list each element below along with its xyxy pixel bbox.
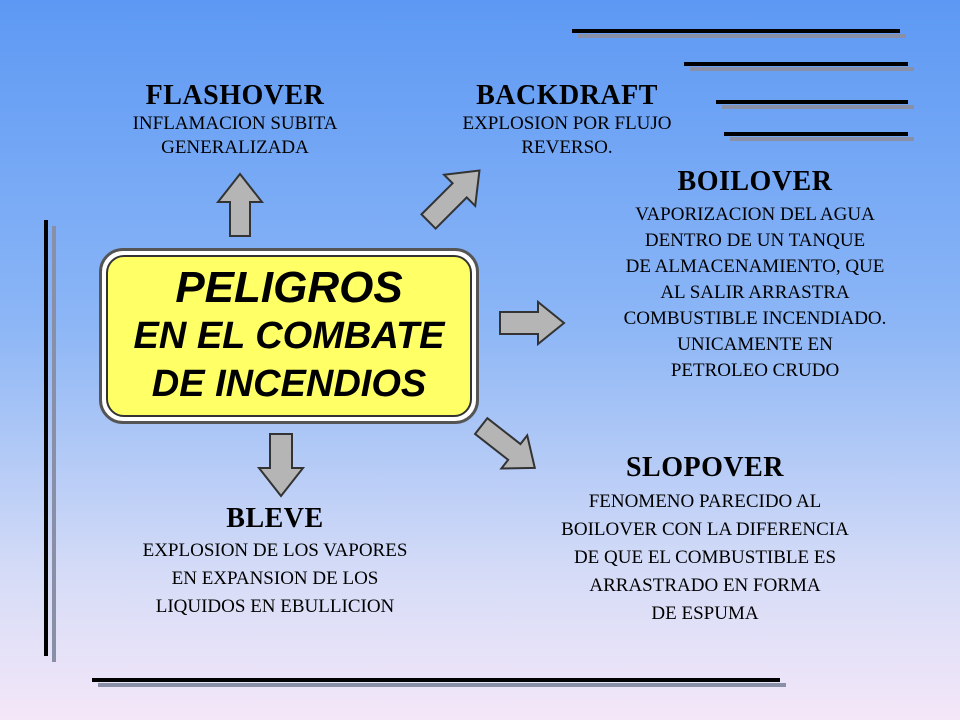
boilover-line: DE ALMACENAMIENTO, QUE [625,256,885,277]
slopover-block: SLOPOVER FENOMENO PARECIDO AL BOILOVER C… [515,452,895,628]
bleve-block: BLEVE EXPLOSION DE LOS VAPORES EN EXPANS… [95,503,455,621]
boilover-line: UNICAMENTE EN [677,334,833,355]
backdraft-title: BACKDRAFT [476,80,658,111]
slopover-line: FENOMENO PARECIDO AL [588,491,822,512]
bleve-line: EN EXPANSION DE LOS [171,568,379,589]
backdraft-block: BACKDRAFT EXPLOSION POR FLUJO REVERSO. [412,80,722,160]
slopover-line: DE ESPUMA [651,603,759,624]
boilover-line: AL SALIR ARRASTRA [660,282,850,303]
slopover-line: BOILOVER CON LA DIFERENCIA [561,519,849,540]
center-title: PELIGROS EN EL COMBATE DE INCENDIOS [106,255,472,417]
decor-line-left [44,220,48,656]
slopover-line: DE QUE EL COMBUSTIBLE ES [573,547,837,568]
flashover-line: GENERALIZADA [161,137,309,158]
bleve-line: LIQUIDOS EN EBULLICION [155,596,395,617]
boilover-line: COMBUSTIBLE INCENDIADO. [623,308,887,329]
boilover-block: BOILOVER VAPORIZACION DEL AGUA DENTRO DE… [570,166,940,384]
arrow-right-icon [499,299,566,347]
slopover-title: SLOPOVER [625,452,785,483]
center-box: PELIGROS EN EL COMBATE DE INCENDIOS [99,248,479,424]
center-title-line-3: DE INCENDIOS [151,363,427,405]
bleve-title: BLEVE [226,503,324,534]
arrow-down-right-icon [473,416,537,470]
arrow-up-right-icon [420,169,481,230]
backdraft-line: REVERSO. [521,137,613,158]
boilover-line: DENTRO DE UN TANQUE [644,230,866,251]
decor-line-top-2 [684,62,908,66]
flashover-line: INFLAMACION SUBITA [132,113,338,134]
flashover-block: FLASHOVER INFLAMACION SUBITA GENERALIZAD… [90,80,380,160]
decor-line-top-3 [716,100,908,104]
boilover-title: BOILOVER [677,166,833,197]
boilover-line: PETROLEO CRUDO [670,360,840,381]
backdraft-line: EXPLOSION POR FLUJO [462,113,672,134]
decor-line-top-4 [724,132,908,136]
bleve-line: EXPLOSION DE LOS VAPORES [142,540,408,561]
slopover-line: ARRASTRADO EN FORMA [589,575,821,596]
arrow-down-icon [256,433,306,498]
center-title-line-1: PELIGROS [175,263,403,312]
decor-line-bottom [92,678,780,682]
arrow-up-icon [215,172,265,237]
decor-line-top-1 [572,29,900,33]
boilover-line: VAPORIZACION DEL AGUA [635,204,875,225]
center-title-line-2: EN EL COMBATE [133,315,445,357]
flashover-title: FLASHOVER [145,80,325,111]
